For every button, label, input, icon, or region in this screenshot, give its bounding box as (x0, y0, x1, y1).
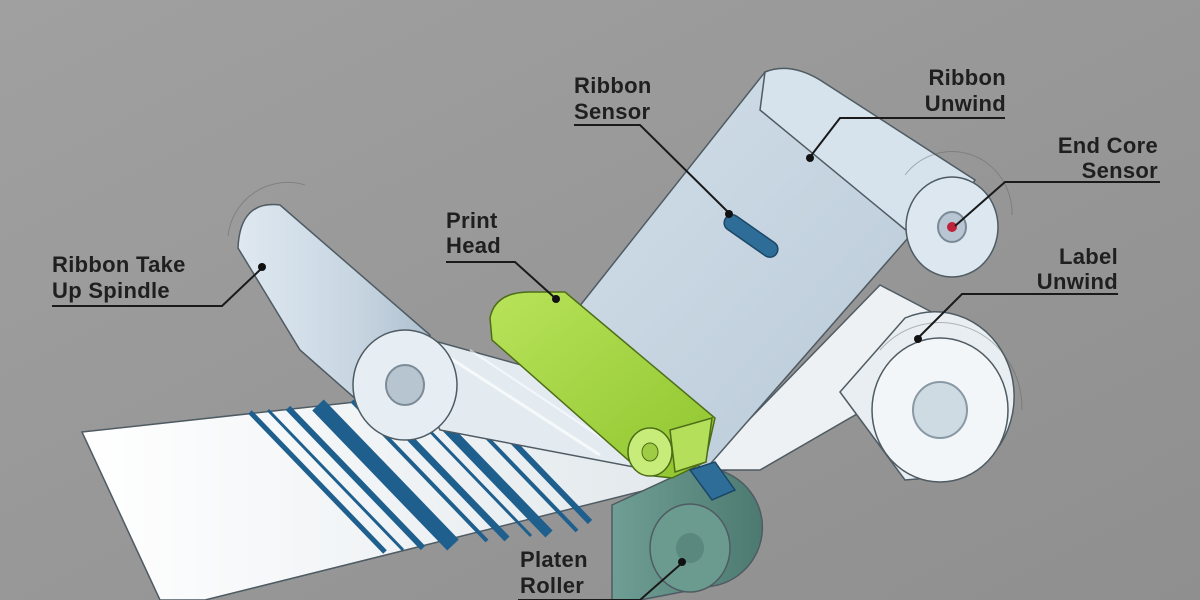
print-head-leader (446, 261, 556, 299)
label-unwind-label-line1: Label (1059, 244, 1118, 269)
take-up-spindle-dot (258, 263, 266, 271)
ribbon-unwind-dot (806, 154, 814, 162)
print-head-label-line2: Head (446, 233, 501, 258)
end-core-sensor-label-line1: End Core (1058, 133, 1158, 158)
take-up-spindle-label-line1: Ribbon Take (52, 252, 186, 277)
ribbon-sensor (723, 214, 779, 258)
ribbon-sensor-leader (574, 124, 729, 213)
end-core-sensor-leader (954, 181, 1160, 227)
end-core-sensor-dot (947, 222, 957, 232)
end-core-sensor-label-line2: Sensor (1082, 158, 1159, 183)
label-unwind-leader (917, 293, 1118, 339)
label-unwind-label-line2: Unwind (1037, 269, 1118, 294)
ribbon-sensor-label-line1: Ribbon (574, 73, 652, 98)
ribbon-unwind-label-line2: Unwind (925, 91, 1006, 116)
ribbon-unwind-roll (759, 67, 1013, 278)
platen-roller (611, 467, 764, 600)
take-up-spindle-leader (52, 267, 263, 307)
take-up-spindle-label-line2: Up Spindle (52, 278, 170, 303)
label-unwind-roll (839, 310, 1023, 483)
ribbon-sensor-label-line2: Sensor (574, 99, 651, 124)
ribbon-unwind-label-line1: Ribbon (928, 65, 1006, 90)
print-head-tab (688, 461, 737, 501)
ribbon-take-up-spindle (227, 181, 458, 441)
leader-lines (52, 117, 1160, 600)
platen-roller-label-line1: Platen (520, 547, 588, 572)
callout-labels: Ribbon Sensor Ribbon Unwind End Core Sen… (52, 65, 1158, 598)
platen-roller-leader (518, 562, 683, 600)
ribbon-unwind-leader (809, 117, 1005, 158)
platen-roller-label-line2: Roller (520, 573, 584, 598)
print-head (489, 291, 737, 501)
print-head-dot (552, 295, 560, 303)
label-unwind-dot (914, 335, 922, 343)
ribbon-sensor-dot (725, 210, 733, 218)
platen-roller-dot (678, 558, 686, 566)
print-head-label-line1: Print (446, 208, 498, 233)
